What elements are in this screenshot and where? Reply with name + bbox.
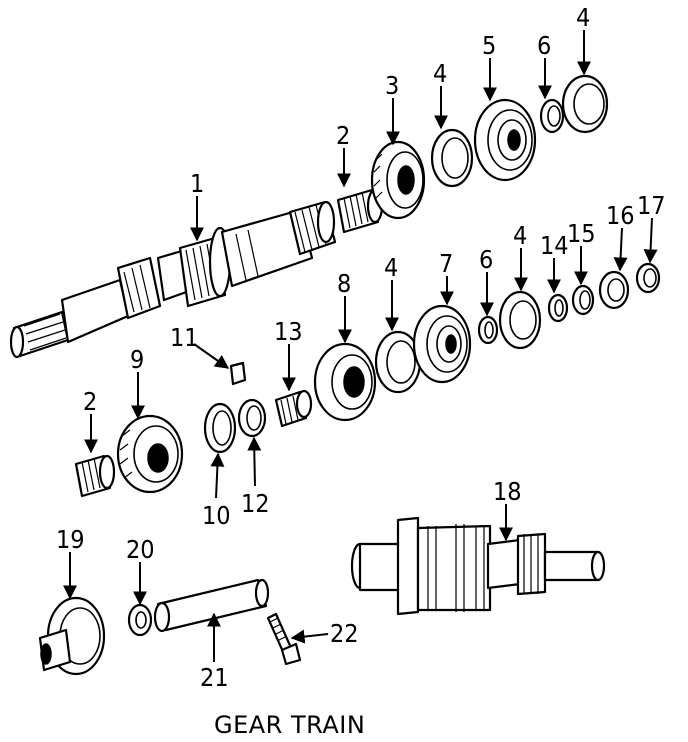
callout-19: 19 xyxy=(56,525,85,554)
callout-2-top: 2 xyxy=(336,121,350,150)
countershaft-part-18 xyxy=(350,516,606,616)
ring-part-4-top-left xyxy=(430,128,474,188)
reverse-shaft-part-21 xyxy=(153,578,270,633)
callout-6-middle: 6 xyxy=(479,245,493,274)
ring-part-4-top-right xyxy=(561,74,609,134)
callout-6-top: 6 xyxy=(537,31,551,60)
callout-18: 18 xyxy=(493,477,522,506)
ring-part-4-middle-right xyxy=(498,290,542,350)
leader-lines xyxy=(63,30,658,662)
callout-21: 21 xyxy=(200,663,229,692)
callout-22: 22 xyxy=(330,619,359,648)
callout-4-middle-left: 4 xyxy=(384,253,398,282)
synchro-ring-part-12 xyxy=(237,398,267,438)
callout-20: 20 xyxy=(126,535,155,564)
callout-9: 9 xyxy=(130,345,144,374)
washer-part-20 xyxy=(127,603,153,637)
callout-17: 17 xyxy=(637,191,666,220)
needle-bearing-part-2-top xyxy=(336,188,384,234)
diagram-caption: GEAR TRAIN xyxy=(214,711,365,739)
bolt-part-22 xyxy=(266,612,302,666)
washer-part-14 xyxy=(547,293,569,323)
ring-part-17 xyxy=(635,262,661,294)
callout-3: 3 xyxy=(385,71,399,100)
needle-bearing-part-13 xyxy=(274,389,313,428)
callout-13: 13 xyxy=(274,317,303,346)
key-part-11 xyxy=(229,361,247,386)
callout-4-top-right: 4 xyxy=(576,3,590,32)
callout-14: 14 xyxy=(540,231,569,260)
callout-15: 15 xyxy=(567,219,596,248)
reverse-gear-part-19 xyxy=(38,596,106,676)
callout-12: 12 xyxy=(241,489,270,518)
callout-numbers: 1 2 3 4 5 6 4 8 4 7 6 4 14 15 16 17 11 1… xyxy=(56,3,666,692)
snap-ring-part-10 xyxy=(203,402,237,454)
gear-part-5 xyxy=(473,98,537,182)
callout-4-top-left: 4 xyxy=(433,59,447,88)
needle-bearing-part-2-bottom xyxy=(74,454,116,498)
main-shaft-part-1 xyxy=(9,200,337,359)
callout-16: 16 xyxy=(606,201,635,230)
gear-part-9 xyxy=(116,414,184,494)
ring-part-15 xyxy=(571,284,595,316)
callout-5: 5 xyxy=(482,31,496,60)
ring-part-16 xyxy=(598,270,630,310)
ring-part-6-top xyxy=(539,98,565,134)
callout-7: 7 xyxy=(439,249,453,278)
callout-8: 8 xyxy=(337,269,351,298)
callout-11: 11 xyxy=(170,323,199,352)
gear-part-7 xyxy=(412,304,472,384)
callout-2-bottom: 2 xyxy=(83,387,97,416)
gear-part-3 xyxy=(370,140,426,220)
ring-part-6-middle xyxy=(477,315,499,345)
callout-1: 1 xyxy=(190,169,204,198)
callout-4-middle-right: 4 xyxy=(513,221,527,250)
bearing-part-8 xyxy=(313,342,377,422)
callout-10: 10 xyxy=(202,501,231,530)
